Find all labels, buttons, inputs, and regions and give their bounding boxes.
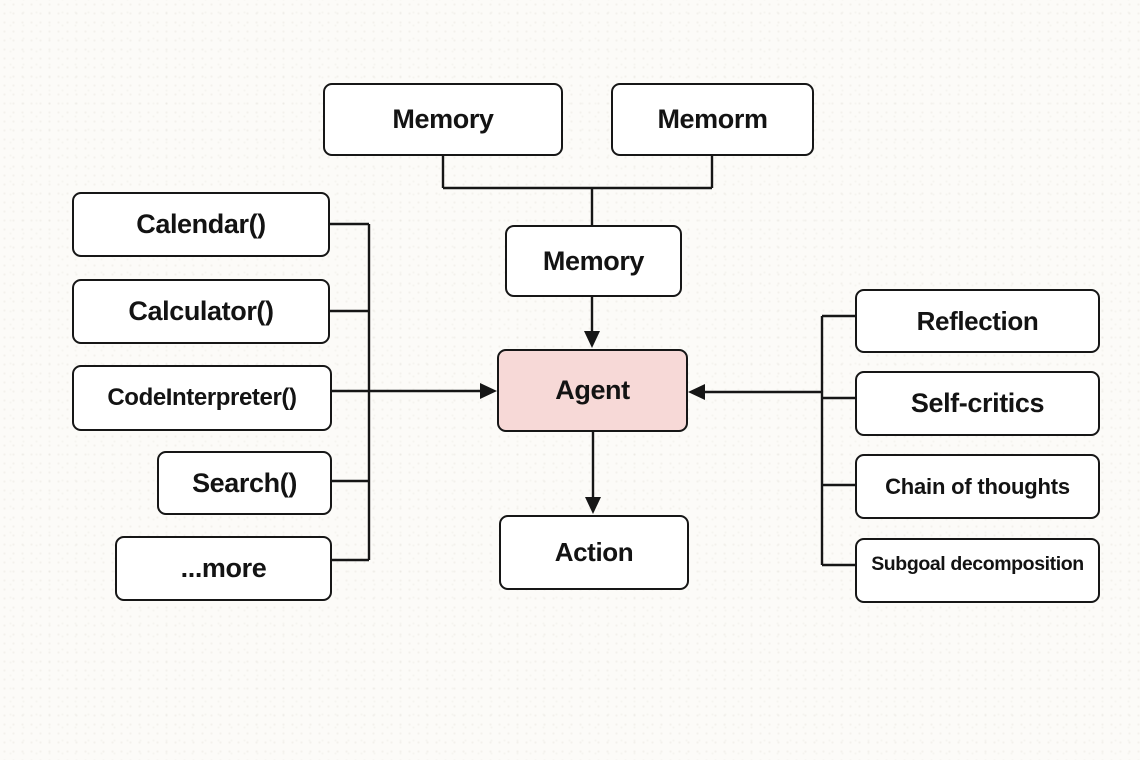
- node-action: Action: [499, 515, 689, 590]
- edge-techniques-trunk: [820, 314, 855, 567]
- edge-tools-to-agent-arrow: [332, 383, 497, 399]
- node-technique-subgoal-decomposition: Subgoal decomposition: [855, 538, 1100, 603]
- node-memory-middle: Memory: [505, 225, 682, 297]
- edge-memory-mid-to-agent: [584, 297, 600, 348]
- node-tool-calendar: Calendar(): [72, 192, 330, 257]
- edge-techniques-to-agent-arrow: [688, 384, 822, 400]
- node-technique-chain-of-thoughts: Chain of thoughts: [855, 454, 1100, 519]
- edge-agent-to-action: [585, 432, 601, 514]
- node-technique-self-critics: Self-critics: [855, 371, 1100, 436]
- node-memory-top-left: Memory: [323, 83, 563, 156]
- node-memorm-top-right: Memorm: [611, 83, 814, 156]
- edge-memory-top-to-memory-mid: [441, 156, 714, 225]
- node-technique-reflection: Reflection: [855, 289, 1100, 353]
- node-tool-more: ...more: [115, 536, 332, 601]
- node-tool-code-interpreter: CodeInterpreter(): [72, 365, 332, 431]
- node-agent: Agent: [497, 349, 688, 432]
- node-tool-calculator: Calculator(): [72, 279, 330, 344]
- node-tool-search: Search(): [157, 451, 332, 515]
